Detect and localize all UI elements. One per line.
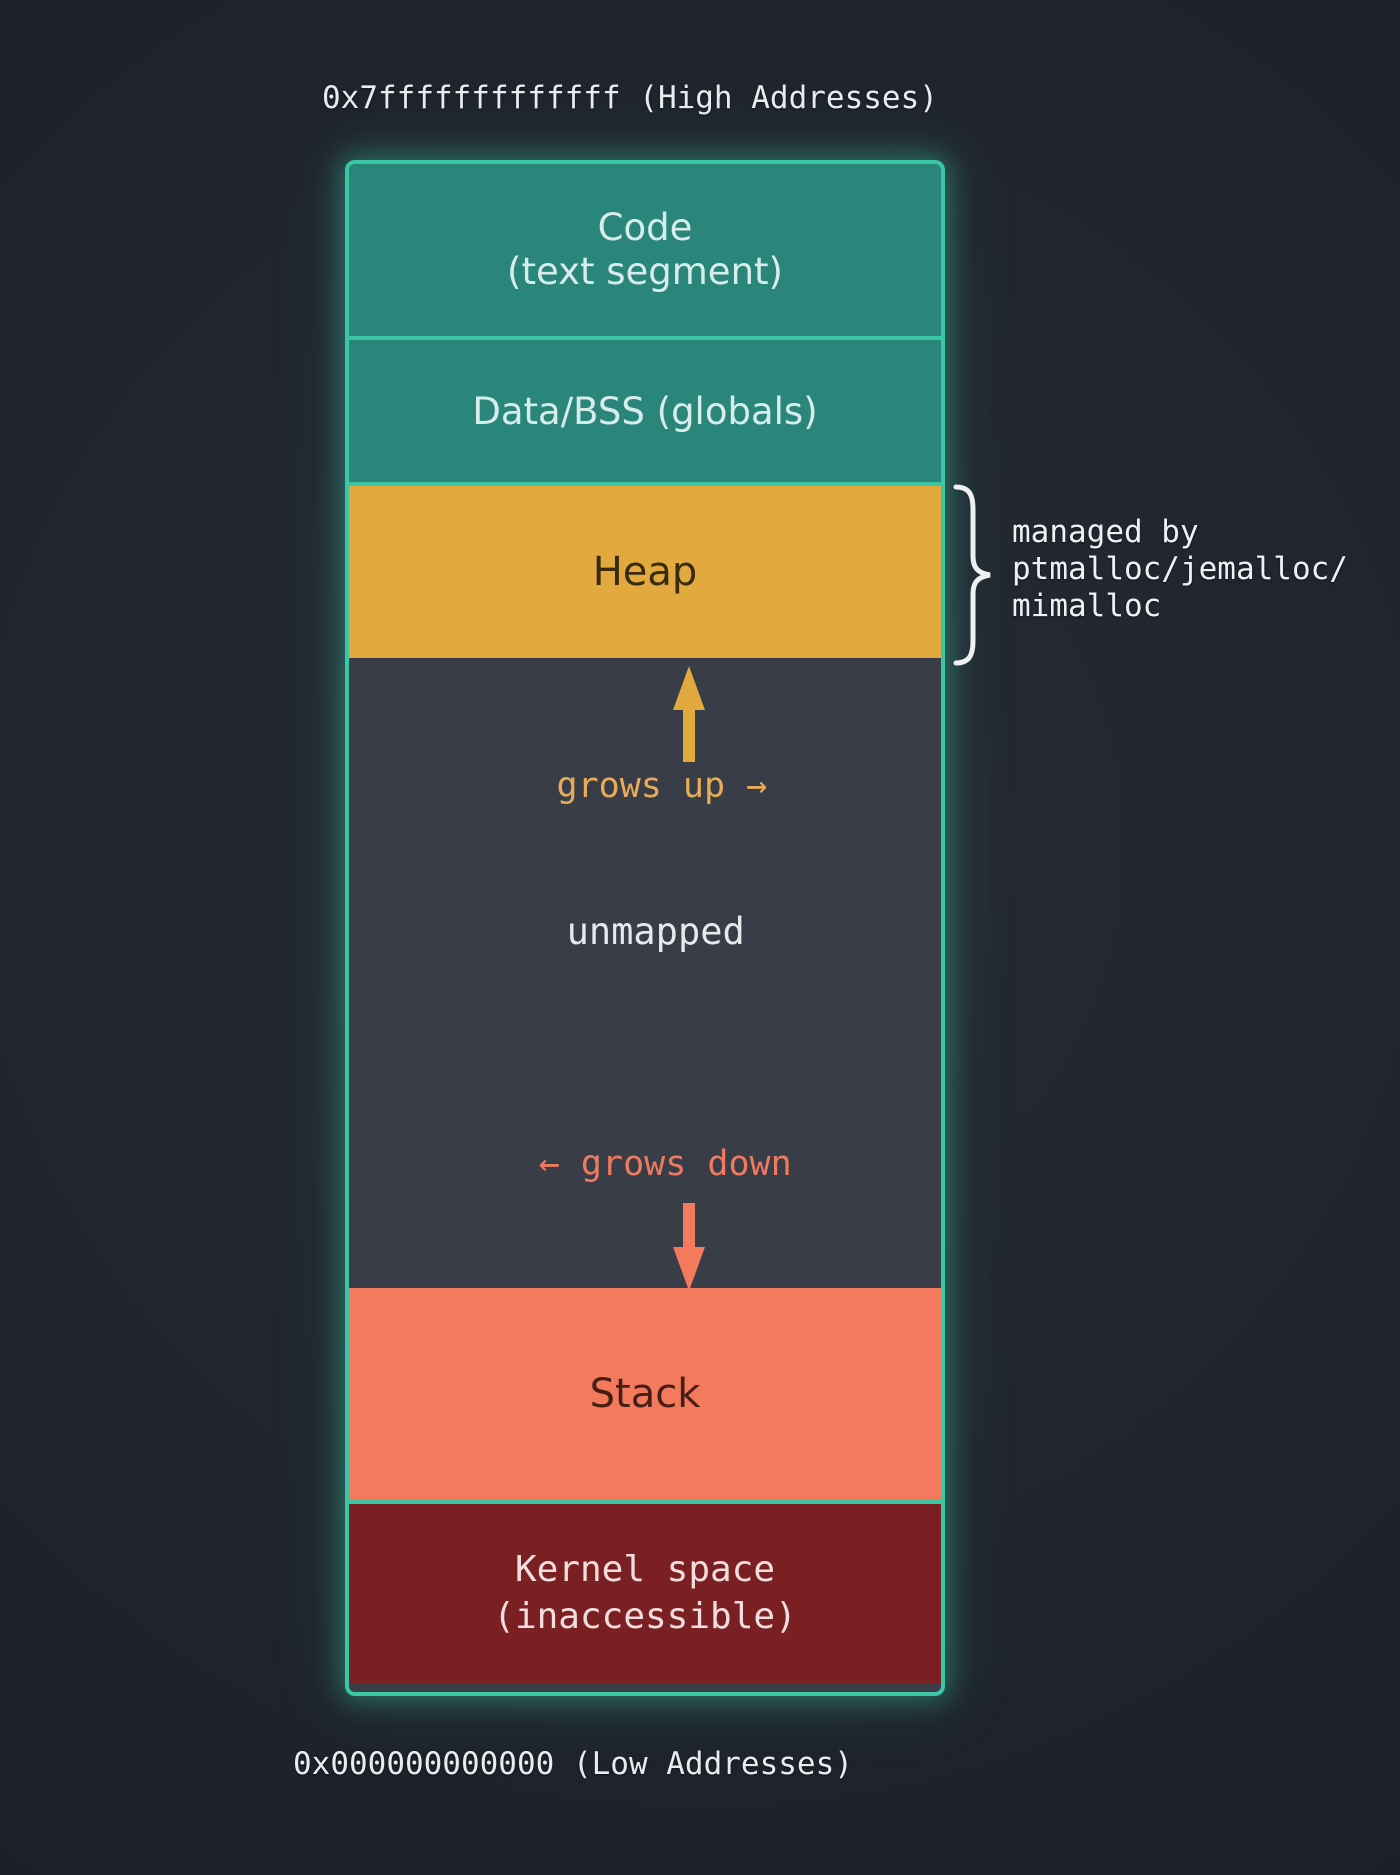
segment-stack-label: Stack xyxy=(589,1371,701,1417)
segment-heap-label: Heap xyxy=(592,549,698,595)
low-address-label: 0x000000000000 (Low Addresses) xyxy=(293,1746,853,1782)
segment-kernel-label-line1: Kernel space xyxy=(514,1549,776,1591)
segment-kernel-label-line2: (inaccessible) xyxy=(493,1596,797,1637)
grows-up-label: grows up → xyxy=(556,766,768,806)
annotation-line3: mimalloc xyxy=(1012,588,1162,624)
heap-managed-by-annotation: managed by ptmalloc/jemalloc/ mimalloc xyxy=(1012,514,1348,625)
segment-unmapped: grows up → unmapped ← grows down xyxy=(349,658,941,1291)
segment-unmapped-label: unmapped xyxy=(566,910,745,953)
annotation-line1: managed by xyxy=(1012,514,1199,550)
divider xyxy=(349,482,941,486)
segment-code: Code (text segment) xyxy=(349,164,941,336)
curly-brace-icon xyxy=(953,484,991,666)
grows-down-label: ← grows down xyxy=(538,1144,792,1184)
segment-stack: Stack xyxy=(349,1288,941,1500)
segment-data-bss-label: Data/BSS (globals) xyxy=(472,389,818,433)
grows-up-arrow-icon xyxy=(673,666,705,762)
grows-down-arrow-icon xyxy=(673,1203,705,1291)
segment-data-bss: Data/BSS (globals) xyxy=(349,340,941,482)
segment-kernel: Kernel space (inaccessible) xyxy=(349,1504,941,1684)
divider xyxy=(349,336,941,340)
divider xyxy=(349,1500,941,1504)
segment-heap: Heap xyxy=(349,486,941,658)
segment-code-label-line2: (text segment) xyxy=(507,250,783,293)
segment-code-label-line1: Code xyxy=(597,206,693,250)
annotation-line2: ptmalloc/jemalloc/ xyxy=(1012,551,1348,587)
high-address-label: 0x7fffffffffffff (High Addresses) xyxy=(322,80,938,116)
memory-layout-diagram: Code (text segment) Data/BSS (globals) H… xyxy=(345,160,945,1696)
